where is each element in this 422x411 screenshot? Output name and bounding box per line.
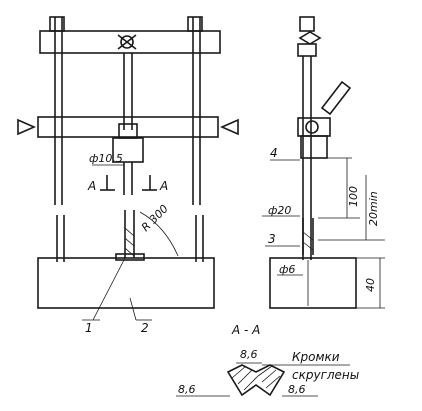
workpiece-insert <box>115 253 145 261</box>
chamfer-left-label: 8,6 <box>178 383 196 396</box>
section-mark-right: A <box>159 179 168 193</box>
section-outline <box>226 364 286 397</box>
chamfer-top-label: 8,6 <box>240 348 258 361</box>
radius-label: R 300 <box>139 202 171 234</box>
section-hatching <box>231 365 281 391</box>
right-top-nut <box>299 16 315 32</box>
top-crossbar <box>39 30 221 54</box>
lever-handle <box>320 80 352 116</box>
callout-2-label: 2 <box>141 321 149 335</box>
tool-holder <box>112 137 144 163</box>
right-top-block <box>297 43 317 57</box>
right-tool-holder <box>300 135 328 159</box>
chamfer-right-label: 8,6 <box>288 383 306 396</box>
top-nut-left <box>49 16 65 32</box>
section-mark-left: A <box>87 179 96 193</box>
dim-20-label: ф20 <box>268 204 291 217</box>
wing-nut-left <box>17 118 36 136</box>
bit-spiral <box>124 227 135 257</box>
radius-arc <box>139 211 179 257</box>
callout-3-label: 3 <box>268 232 276 246</box>
dim-6-label: ф6 <box>279 263 295 276</box>
callout-4-label: 4 <box>270 146 278 160</box>
note-line1: Кромки <box>292 350 340 364</box>
clamp-block <box>118 123 138 139</box>
section-view: A - A 8,6 Кромки скруглены 8,6 8,6 <box>176 323 359 397</box>
right-top-wing <box>298 31 322 45</box>
top-wing-screw-cross <box>117 34 137 50</box>
wing-nut-right <box>220 118 239 136</box>
top-nut-right <box>187 16 203 32</box>
callout-2-leader <box>129 297 137 321</box>
dim-20min-label: 20min <box>367 191 380 226</box>
callout-1-label: 1 <box>85 321 93 335</box>
top-wing-screw <box>120 35 134 49</box>
workpiece-block <box>37 257 215 309</box>
section-title: A - A <box>231 323 260 337</box>
dim-10-5-label: ф10,5 <box>89 152 123 165</box>
middle-crossbar <box>37 116 219 138</box>
dim-40-label: 40 <box>364 278 377 292</box>
left-view: ф10,5 A A R 300 1 2 <box>17 16 239 335</box>
right-workpiece <box>269 257 357 309</box>
note-line2: скруглены <box>292 368 359 382</box>
right-clamp-screw <box>305 120 319 134</box>
dim-100-label: 100 <box>347 186 360 207</box>
callout-1-leader <box>92 257 126 321</box>
right-bit-spiral <box>302 231 314 251</box>
right-view: 4 100 20min ф20 3 ф6 40 <box>262 16 385 309</box>
